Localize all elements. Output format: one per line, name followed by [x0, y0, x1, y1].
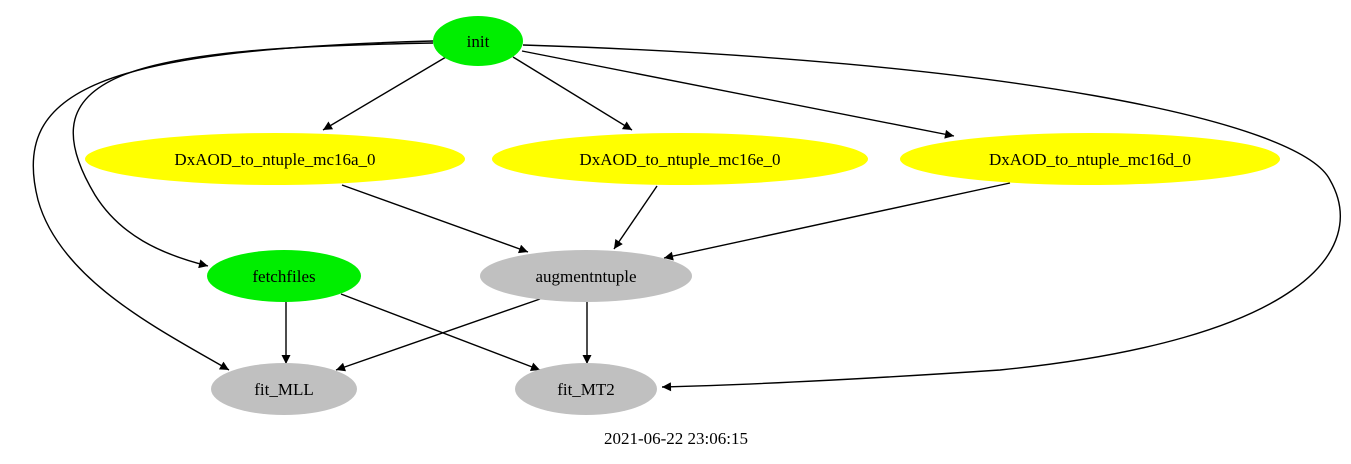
- node-fetchfiles[interactable]: fetchfiles: [207, 250, 361, 302]
- node-dxaod-mc16d[interactable]: DxAOD_to_ntuple_mc16d_0: [900, 133, 1280, 185]
- node-shape: [480, 250, 692, 302]
- node-label: fetchfiles: [252, 267, 315, 286]
- edge-augment-fitmll: [335, 298, 541, 372]
- edge-init-fitmt2: [522, 44, 1341, 392]
- node-shape: [85, 133, 465, 185]
- node-shape: [211, 363, 357, 415]
- edge-mc16e-augment: [613, 185, 658, 250]
- node-shape: [433, 16, 523, 66]
- node-shape: [207, 250, 361, 302]
- nodes: init DxAOD_to_ntuple_mc16a_0 DxAOD_to_nt…: [85, 16, 1280, 415]
- timestamp-caption: 2021-06-22 23:06:15: [604, 429, 748, 448]
- node-init[interactable]: init: [433, 16, 523, 66]
- node-label: DxAOD_to_ntuple_mc16e_0: [579, 150, 780, 169]
- node-label: augmentntuple: [535, 267, 636, 286]
- edge-init-mc16d: [521, 50, 955, 139]
- node-fit-mt2[interactable]: fit_MT2: [515, 363, 657, 415]
- node-shape: [515, 363, 657, 415]
- node-augmentntuple[interactable]: augmentntuple: [480, 250, 692, 302]
- node-label: DxAOD_to_ntuple_mc16d_0: [989, 150, 1191, 169]
- edge-init-mc16e: [512, 56, 633, 131]
- node-label: init: [467, 32, 490, 51]
- node-dxaod-mc16e[interactable]: DxAOD_to_ntuple_mc16e_0: [492, 133, 868, 185]
- edge-fetchfiles-fitmt2: [340, 293, 541, 371]
- node-label: DxAOD_to_ntuple_mc16a_0: [174, 150, 375, 169]
- node-fit-mll[interactable]: fit_MLL: [211, 363, 357, 415]
- edge-mc16d-augment: [663, 182, 1011, 261]
- edge-init-fitmll: [32, 40, 434, 371]
- node-label: fit_MT2: [557, 380, 615, 399]
- node-shape: [900, 133, 1280, 185]
- edge-mc16a-augment: [341, 184, 529, 254]
- node-label: fit_MLL: [254, 380, 314, 399]
- edge-init-mc16a: [322, 56, 447, 131]
- edges: [32, 40, 1341, 392]
- node-dxaod-mc16a[interactable]: DxAOD_to_ntuple_mc16a_0: [85, 133, 465, 185]
- node-shape: [492, 133, 868, 185]
